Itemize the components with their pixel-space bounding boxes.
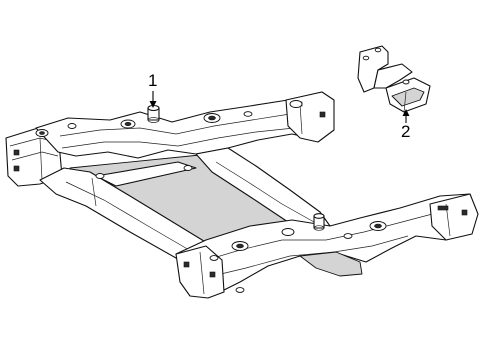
callout-2: 2 — [401, 109, 410, 141]
callout-1-arrowhead — [149, 101, 157, 108]
cradle-front-right-end — [429, 193, 479, 241]
cradle-stud-rear — [147, 104, 160, 123]
callout-2-number: 2 — [401, 122, 410, 141]
callout-2-arrowhead — [402, 109, 410, 116]
callout-1-number: 1 — [148, 71, 157, 90]
bracket-side-plate — [373, 63, 413, 89]
cradle-center-brace — [95, 161, 197, 187]
cradle-lower-bracket — [299, 251, 363, 277]
mount-bracket — [357, 45, 431, 113]
engine-cradle — [5, 91, 479, 299]
callout-1: 1 — [148, 71, 157, 108]
cradle-stud-front — [313, 213, 325, 231]
